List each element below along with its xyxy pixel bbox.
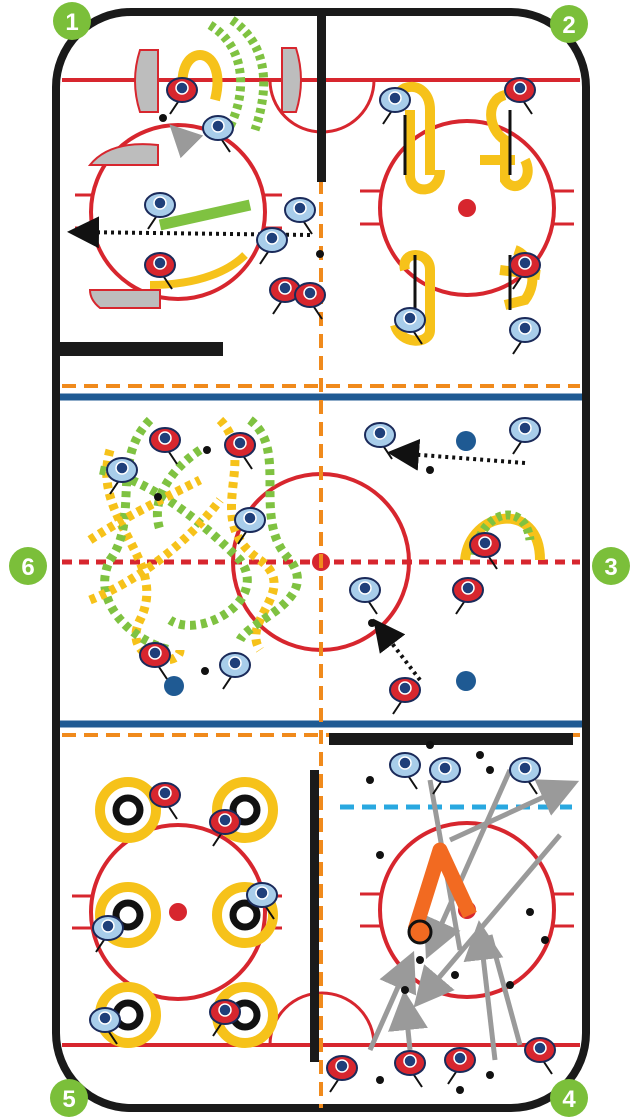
barrier-left [60,342,223,356]
station-badge-4: 4 [550,1079,588,1117]
station-number: 1 [65,9,78,36]
station-number: 6 [21,554,34,581]
barrier-bottom-right [329,733,573,745]
barrier-top-center [317,12,326,182]
station-badge-2: 2 [550,5,588,43]
station-badge-5: 5 [50,1079,88,1117]
station-badge-6: 6 [9,547,47,585]
station-number: 2 [562,12,575,39]
station-badge-3: 3 [592,547,630,585]
station-number: 4 [562,1086,576,1113]
station-number: 5 [62,1086,75,1113]
station-number: 3 [604,554,617,581]
barrier-bottom-center [310,770,319,1062]
station-badge-1: 1 [53,2,91,40]
faceoff-dot-bottom-left [169,903,187,921]
faceoff-dot-top-right [458,199,476,217]
